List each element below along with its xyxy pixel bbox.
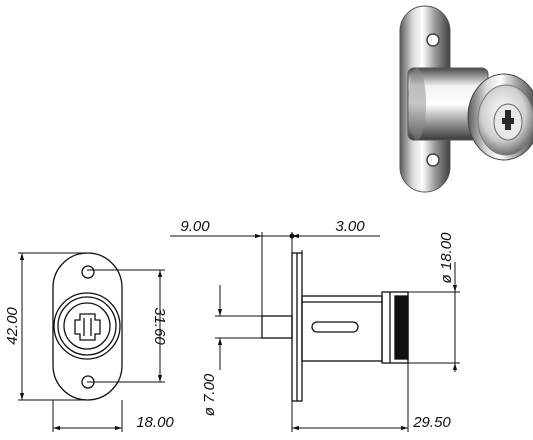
dim-height-42: 42.00 bbox=[4, 307, 21, 345]
side-view: 9.00 3.00 ø 18.00 ø 7.00 29.50 bbox=[170, 218, 460, 432]
side-cylinder-body bbox=[301, 295, 383, 362]
side-extension-lines bbox=[215, 232, 460, 432]
dim-diameter-7: ø 7.00 bbox=[201, 373, 218, 416]
front-dimension-lines bbox=[19, 253, 163, 431]
dim-offset-9: 9.00 bbox=[180, 218, 210, 235]
dim-length-29-50: 29.50 bbox=[412, 414, 451, 431]
front-extension-lines bbox=[18, 252, 165, 432]
lock-face bbox=[467, 73, 533, 161]
side-dimension-lines bbox=[170, 233, 458, 431]
lock-photo bbox=[399, 5, 533, 193]
front-view: 42.00 31.60 18.00 bbox=[4, 252, 174, 432]
dim-width-18: 18.00 bbox=[136, 414, 174, 431]
dim-offset-3: 3.00 bbox=[335, 218, 365, 235]
side-pin bbox=[261, 315, 293, 339]
front-plate-outline bbox=[52, 252, 123, 401]
front-keyway bbox=[74, 313, 101, 341]
side-head bbox=[381, 291, 409, 364]
side-plate bbox=[291, 252, 303, 402]
dim-height-31-60: 31.60 bbox=[151, 307, 168, 345]
dim-diameter-18: ø 18.00 bbox=[438, 232, 455, 284]
front-cylinder-face bbox=[53, 292, 121, 360]
